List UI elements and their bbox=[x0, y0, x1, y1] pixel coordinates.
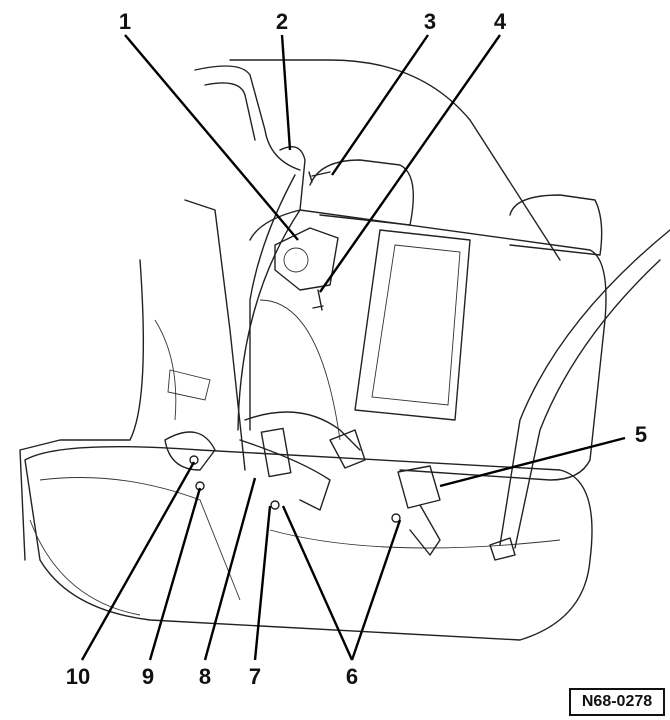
rear-seat-backrest bbox=[249, 159, 607, 481]
belt-retractor bbox=[274, 227, 339, 291]
callout-lines bbox=[80, 34, 626, 661]
bolts bbox=[189, 171, 401, 523]
callout-4: 4 bbox=[493, 9, 507, 34]
callout-3: 3 bbox=[423, 9, 437, 34]
buckles bbox=[260, 427, 516, 561]
rear-seat-cushion bbox=[24, 445, 593, 641]
callout-8: 8 bbox=[198, 664, 212, 689]
car-body-outline bbox=[19, 59, 561, 561]
figure-reference-code: N68-0278 bbox=[569, 688, 665, 716]
callout-10: 10 bbox=[65, 664, 91, 689]
callout-9: 9 bbox=[141, 664, 155, 689]
callout-2: 2 bbox=[275, 9, 289, 34]
callout-1: 1 bbox=[118, 9, 132, 34]
callout-6: 6 bbox=[345, 664, 359, 689]
callout-5: 5 bbox=[634, 422, 648, 447]
callout-7: 7 bbox=[248, 664, 262, 689]
seat-belts bbox=[164, 146, 670, 549]
